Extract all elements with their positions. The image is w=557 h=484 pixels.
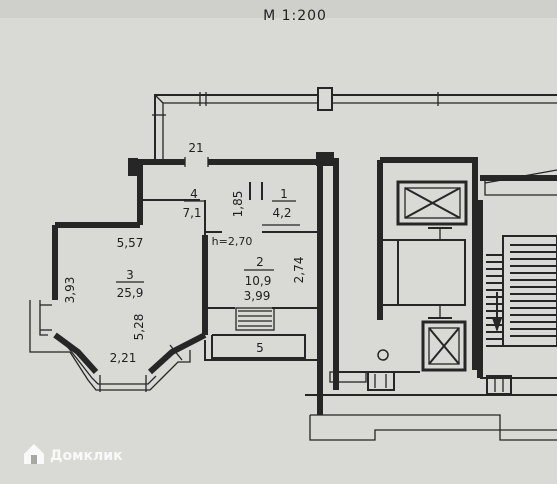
dim-5-28: 5,28 — [132, 314, 146, 341]
room-5-number: 5 — [256, 341, 264, 355]
dim-2-21: 2,21 — [110, 351, 137, 365]
dim-21: 21 — [188, 141, 203, 155]
dim-2-74: 2,74 — [292, 257, 306, 284]
paper-top-shadow — [0, 0, 557, 18]
ceiling-height-label: h=2,70 — [212, 235, 253, 248]
house-logo-icon — [24, 444, 44, 464]
room-3-number: 3 — [126, 268, 134, 282]
watermark: Домклик — [24, 444, 123, 464]
apartment-walls — [29, 152, 334, 392]
scale-label: М 1:200 — [263, 8, 327, 24]
room-1-area: 4,2 — [272, 206, 291, 220]
dim-1-85: 1,85 — [231, 191, 245, 218]
room-2-number: 2 — [256, 255, 264, 269]
stairwell — [333, 157, 557, 390]
lower-structure — [305, 371, 557, 441]
balcony — [152, 87, 557, 165]
elevator-shaft-lower — [421, 320, 467, 372]
watermark-brand: Домклик — [50, 448, 123, 464]
room-3-area: 25,9 — [117, 286, 144, 300]
dim-5-57: 5,57 — [117, 236, 144, 250]
riser-circle — [377, 349, 389, 361]
room-1-number: 1 — [280, 187, 288, 201]
dim-3-93: 3,93 — [63, 277, 77, 304]
dim-3-99: 3,99 — [244, 289, 271, 303]
elevator-shaft-upper — [396, 180, 468, 226]
room-2-area: 10,9 — [245, 274, 272, 288]
room-4-area: 7,1 — [182, 206, 201, 220]
room-4-number: 4 — [190, 187, 198, 201]
